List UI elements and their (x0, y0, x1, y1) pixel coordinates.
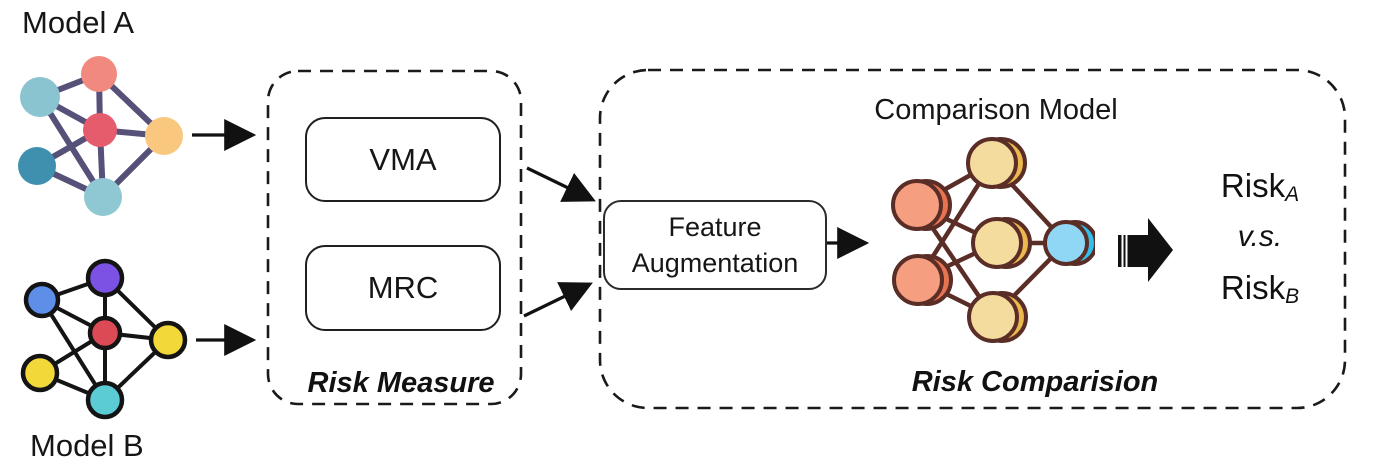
model-b-node-cyan (85, 380, 125, 420)
risk-a-text: RiskA (1220, 167, 1300, 206)
model-a-nodes (18, 56, 183, 216)
block-arrow-stripe (1121, 235, 1124, 267)
nn-output-node (1043, 220, 1089, 266)
model-a-node-salmon (81, 56, 117, 92)
model-a-node-teal (18, 147, 56, 185)
versus-text: v.s. (1237, 220, 1283, 253)
mrc-label: MRC (367, 270, 439, 305)
arrow-mrc-to-feature (523, 282, 593, 318)
model-b-node-red (87, 315, 123, 351)
risk-measure-dashed-box (266, 69, 523, 406)
model-a-label: Model A (22, 5, 135, 40)
feature-augmentation-box: Feature Augmentation (603, 200, 827, 290)
nn-input-node (892, 254, 944, 306)
risk-a-subscript: A (1285, 183, 1300, 206)
risk-comparison-dashed-box (598, 68, 1347, 410)
model-b-node-blue (23, 281, 61, 319)
block-arrow-icon (1118, 218, 1173, 282)
model-a-graph-icon (18, 56, 183, 216)
risk-b-subscript: B (1285, 285, 1300, 308)
feature-augmentation-line1: Feature (668, 212, 762, 242)
mrc-box: MRC (305, 245, 501, 331)
model-b-nodes (20, 258, 188, 420)
model-a-node-bottomblue (84, 178, 122, 216)
vma-box: VMA (305, 117, 501, 202)
model-a-node-lightblue (20, 77, 60, 117)
model-b-label: Model B (30, 428, 144, 463)
nn-hidden-node (966, 137, 1018, 189)
model-b-graph-icon (20, 258, 188, 420)
flow-arrows (192, 119, 870, 356)
nn-hidden-node (971, 217, 1023, 269)
block-arrow-stripe (1125, 235, 1128, 267)
graph-edge (40, 298, 107, 402)
nn-nodes (891, 137, 1095, 343)
model-b-node-yellow-left (20, 353, 60, 393)
nn-hidden-node (967, 291, 1019, 343)
risk-comparison-caption: Risk Comparision (911, 366, 1159, 398)
feature-augmentation-line2: Augmentation (631, 248, 799, 278)
model-a-node-red (83, 113, 117, 147)
model-a-node-yellow (145, 117, 183, 155)
nn-input-node (891, 179, 943, 231)
risk-measure-caption: Risk Measure (307, 367, 495, 399)
block-arrow-head (1148, 218, 1173, 282)
risk-output: RiskA v.s. RiskB (1190, 160, 1330, 313)
comparison-model-title: Comparison Model (874, 94, 1118, 126)
neural-network-icon (891, 137, 1095, 343)
arrow-vma-to-feature (526, 166, 596, 202)
model-b-node-yellow-right (148, 320, 188, 360)
model-b-node-purple (85, 258, 125, 298)
vma-label: VMA (369, 141, 437, 177)
risk-b-text: RiskB (1220, 269, 1300, 308)
